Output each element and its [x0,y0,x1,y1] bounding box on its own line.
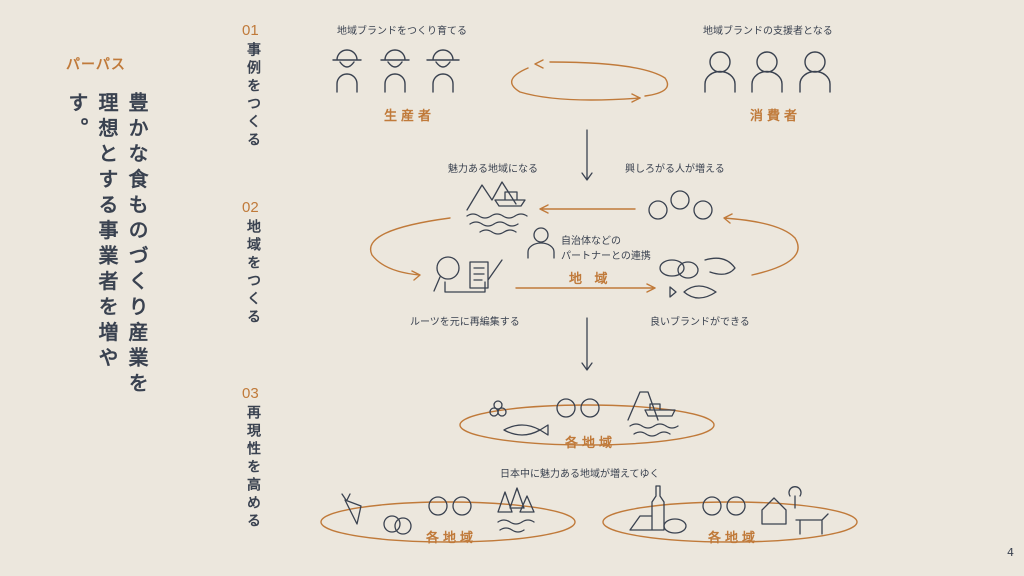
partner-icon [527,227,555,259]
arrow-top [549,61,669,97]
food-icon [489,400,549,436]
caption-producer-brand: 地域ブランドをつくり育てる [337,26,467,37]
section-number-03: 03 [242,385,259,402]
label-producers: 生産者 [384,109,436,124]
arrow-2-top [539,204,636,214]
producer-icons [332,49,460,93]
caption-attractive-region: 魅力ある地域になる [448,164,538,175]
purpose-statement: 豊かな食ものづくり産業を理想とする事業者を増やす。 [65,92,149,398]
label-region-right: 各地域 [708,531,760,546]
region-left-icons [341,487,535,535]
arrow-2-right [723,213,799,276]
region-right-icons [629,485,829,535]
region-ellipse-right [602,501,858,543]
caption-consumer-support: 地域ブランドの支援者となる [703,26,833,37]
arrow-2-bottom [515,283,656,293]
arrow-2-left [369,217,451,281]
caption-reedit-roots: ルーツを元に再編集する [410,317,520,328]
page-number: 4 [1007,546,1014,559]
consumer-icons [704,51,831,93]
consumer-icon [799,51,831,93]
cycle-arrows [320,59,858,543]
seafood-icon [659,257,736,299]
caption-good-brand: 良いブランドができる [650,317,750,328]
label-region-left: 各地域 [426,531,478,546]
landscape-icon [466,181,528,235]
flow-arrows [581,129,593,371]
consumer-icon [704,51,736,93]
label-consumers: 消費者 [750,109,802,124]
section-title-01: 事例をつくる [245,42,261,150]
caption-interested-people: 興しろがる人が増える [625,164,725,175]
down-arrow-2 [581,317,593,371]
farm-icon [761,486,829,535]
label-region-center: 地 域 [569,272,612,287]
people-icon [428,496,472,516]
section-title-02: 地域をつくる [245,219,261,327]
purpose-label: パーパス [66,57,126,73]
bottle-cheese-icon [629,485,687,534]
region-ellipse-left [320,501,576,543]
section-number-02: 02 [242,199,259,216]
producer-icon [380,49,410,93]
people-group-icon [648,190,713,220]
research-book-icon [433,256,503,293]
landscape-icon [627,391,679,437]
section-number-01: 01 [242,22,259,39]
people-icon [556,398,600,418]
carrot-icon [341,493,362,525]
forest-icon [497,487,535,533]
apple-icon [383,515,412,535]
section-title-03: 再現性を高める [245,405,261,531]
people-icon [702,496,746,516]
consumer-icon [751,51,783,93]
region-ellipse-center [459,404,715,446]
caption-more-regions: 日本中に魅力ある地域が増えてゆく [500,469,660,480]
region-center-icons [489,391,679,437]
producer-icon [426,49,460,93]
producer-icon [332,49,362,93]
caption-partner: 自治体などの パートナーとの連携 [561,236,651,262]
down-arrow-1 [581,129,593,181]
label-region-center: 各地域 [565,436,617,451]
